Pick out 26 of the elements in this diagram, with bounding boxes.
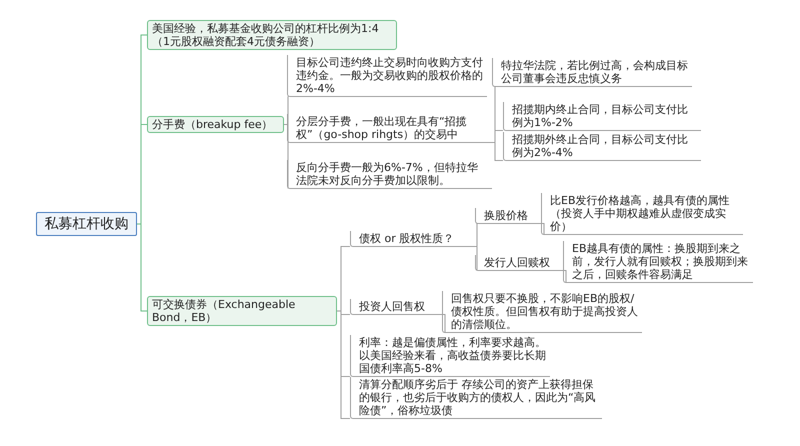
subtopic-item: 债权 or 股权性质？ [350,231,474,247]
subtopic-item: 比EB发行价格越高，越具有债的属性（投资人手中期权越难从虚假变成实价） [541,193,743,235]
subtopic-item: 招揽期外终止合同，目标公司支付比例为2%-4% [503,132,701,161]
subtopic-item: 回售权只要不换股，不影响EB的股权/债权性质。但回售权有助于提高投资人的清偿顺位。 [442,291,642,333]
topic-box: 美国经验，私募基金收购公司的杠杆比例为1:4（1元股权融资配套4元债务融资） [147,20,397,50]
topic-box: 分手费（breakup fee） [147,116,284,133]
subtopic-item: 分层分手费，一般出现在具有“招揽权”（go-shop rihgts）的交易中 [287,114,492,143]
connector-line [540,223,544,235]
connector-line [474,246,478,271]
connector-line [474,223,478,247]
subtopic-item: 反向分手费一般为6%-7%，但特拉华法院未对反向分手费加以限制。 [287,160,492,189]
subtopic-item: 特拉华法院，若比例过高，会构成目标公司董事会违反忠慎义务 [492,58,692,87]
subtopic-item: 投资人回售权 [350,299,442,315]
connector-line [492,130,504,143]
connector-line [562,270,566,283]
connector-line [442,314,446,333]
subtopic-item: EB越具有债的属性：换股期到来之前，发行人就有回赎权；换股期到来之后，回赎条件容易满足 [563,241,753,283]
subtopic-item: 换股价格 [475,208,541,224]
subtopic-item: 目标公司违约终止交易时向收购方支付违约金。一般为交易收购的股权价格的2%-4% [287,55,487,97]
root-topic-box: 私募杠杆收购 [36,212,137,236]
subtopic-item: 清算分配顺序劣后于 存续公司的资产上获得担保的银行，也劣后于收购方的债权人，因此为“高风险债”，俗称垃圾债 [350,377,602,419]
subtopic-item: 利率：越是偏债属性，利率要求越高。以美国经验来看，高收益债券要比长期国债利率高5-8% [350,335,550,377]
subtopic-item: 招揽期内终止合同，目标公司支付比例为1%-2% [503,102,701,131]
connector-line [492,142,504,161]
topic-box: 可交换债券（Exchangeable Bond，EB） [147,296,337,326]
subtopic-item: 发行人回赎权 [475,255,563,271]
